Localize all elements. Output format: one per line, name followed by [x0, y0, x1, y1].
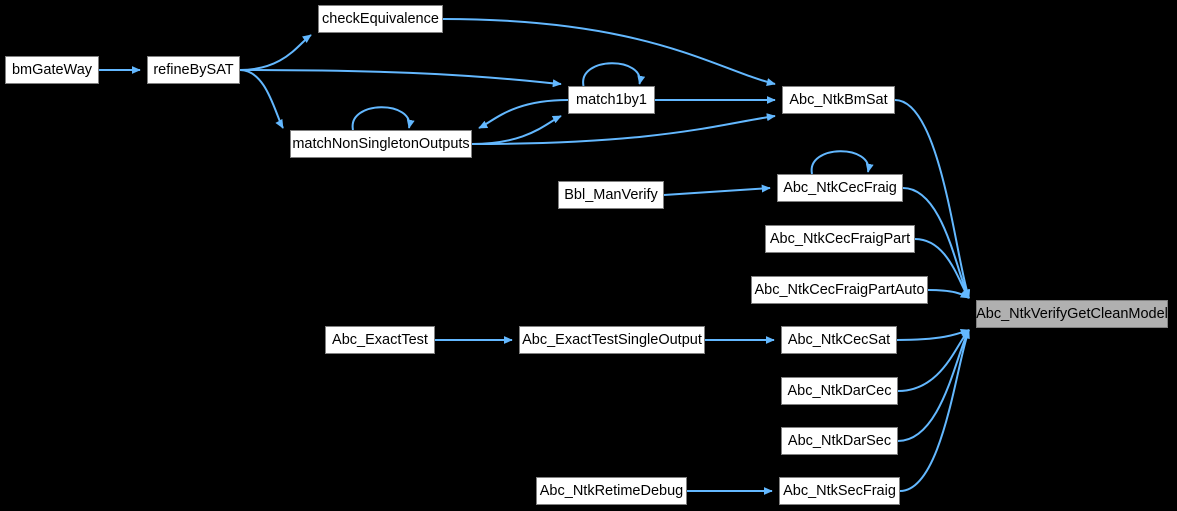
- graph-node-label: Abc_NtkVerifyGetCleanModel: [976, 305, 1168, 322]
- graph-edge-checkEquivalence-to-Abc_NtkBmSat: [442, 18, 776, 86]
- graph-edge-Abc_NtkDarSec-to-Abc_NtkVerifyGetCleanModel: [897, 329, 970, 442]
- graph-edge-Abc_NtkCecFraigPartAuto-to-Abc_NtkVerifyGetCleanModel: [927, 289, 970, 299]
- graph-node-Abc_NtkBmSat[interactable]: Abc_NtkBmSat: [782, 86, 895, 114]
- graph-node-label: Abc_NtkCecSat: [787, 331, 891, 348]
- graph-node-label: Abc_NtkRetimeDebug: [539, 482, 684, 499]
- graph-edge-matchNonSingletonOutputs-to-matchNonSingletonOutputs: [351, 106, 415, 131]
- graph-edge-Abc_NtkCecFraig-to-Abc_NtkCecFraig: [810, 150, 874, 175]
- graph-node-label: matchNonSingletonOutputs: [292, 135, 470, 152]
- graph-node-checkEquivalence[interactable]: checkEquivalence: [318, 5, 443, 33]
- graph-node-refineBySAT[interactable]: refineBySAT: [147, 56, 240, 84]
- graph-edge-matchNonSingletonOutputs-to-Abc_NtkBmSat: [471, 113, 776, 145]
- graph-node-label: Abc_NtkCecFraigPartAuto: [754, 281, 925, 298]
- graph-node-Abc_NtkCecFraig[interactable]: Abc_NtkCecFraig: [777, 174, 903, 202]
- graph-edge-matchNonSingletonOutputs-to-match1by1: [471, 115, 562, 145]
- graph-node-label: match1by1: [576, 91, 647, 108]
- graph-node-Abc_NtkRetimeDebug[interactable]: Abc_NtkRetimeDebug: [536, 477, 687, 505]
- graph-node-Abc_NtkDarSec[interactable]: Abc_NtkDarSec: [781, 427, 898, 455]
- graph-node-label: Abc_NtkSecFraig: [783, 482, 896, 499]
- graph-node-Abc_NtkCecFraigPartAuto[interactable]: Abc_NtkCecFraigPartAuto: [751, 276, 928, 304]
- graph-edge-Abc_NtkCecSat-to-Abc_NtkVerifyGetCleanModel: [896, 329, 970, 341]
- graph-node-label: Abc_NtkCecFraig: [783, 179, 897, 196]
- graph-node-Abc_NtkDarCec[interactable]: Abc_NtkDarCec: [781, 377, 898, 405]
- graph-node-Abc_NtkCecSat[interactable]: Abc_NtkCecSat: [781, 326, 897, 354]
- graph-edge-Bbl_ManVerify-to-Abc_NtkCecFraig: [663, 184, 771, 196]
- graph-node-Bbl_ManVerify[interactable]: Bbl_ManVerify: [558, 181, 664, 209]
- graph-node-label: Abc_NtkCecFraigPart: [769, 230, 911, 247]
- graph-edge-refineBySAT-to-matchNonSingletonOutputs: [239, 69, 284, 129]
- graph-node-label: Bbl_ManVerify: [564, 186, 658, 203]
- graph-node-label: Abc_ExactTest: [332, 331, 428, 348]
- graph-node-Abc_NtkVerifyGetCleanModel[interactable]: Abc_NtkVerifyGetCleanModel: [976, 300, 1168, 328]
- graph-node-label: Abc_ExactTestSingleOutput: [522, 331, 702, 348]
- graph-node-label: bmGateWay: [11, 61, 93, 78]
- graph-node-label: refineBySAT: [153, 61, 234, 78]
- graph-edge-Abc_NtkSecFraig-to-Abc_NtkVerifyGetCleanModel: [899, 329, 970, 492]
- graph-node-label: Abc_NtkDarSec: [787, 432, 892, 449]
- graph-edge-match1by1-to-matchNonSingletonOutputs: [478, 99, 569, 129]
- graph-node-label: checkEquivalence: [322, 10, 439, 27]
- graph-node-Abc_NtkCecFraigPart[interactable]: Abc_NtkCecFraigPart: [765, 225, 915, 253]
- graph-node-matchNonSingletonOutputs[interactable]: matchNonSingletonOutputs: [290, 130, 472, 158]
- graph-node-label: Abc_NtkBmSat: [789, 91, 888, 108]
- graph-edge-Abc_NtkCecFraig-to-Abc_NtkVerifyGetCleanModel: [902, 187, 970, 299]
- graph-node-bmGateWay[interactable]: bmGateWay: [5, 56, 99, 84]
- graph-node-match1by1[interactable]: match1by1: [568, 86, 655, 114]
- graph-node-Abc_ExactTestSingleOutput[interactable]: Abc_ExactTestSingleOutput: [519, 326, 705, 354]
- graph-node-label: Abc_NtkDarCec: [787, 382, 892, 399]
- graph-node-Abc_ExactTest[interactable]: Abc_ExactTest: [325, 326, 435, 354]
- graph-edge-refineBySAT-to-checkEquivalence: [239, 34, 312, 71]
- graph-edge-match1by1-to-match1by1: [582, 62, 646, 87]
- graph-edge-refineBySAT-to-match1by1: [239, 69, 562, 88]
- graph-edge-Abc_NtkBmSat-to-Abc_NtkVerifyGetCleanModel: [894, 99, 971, 299]
- graph-node-Abc_NtkSecFraig[interactable]: Abc_NtkSecFraig: [779, 477, 900, 505]
